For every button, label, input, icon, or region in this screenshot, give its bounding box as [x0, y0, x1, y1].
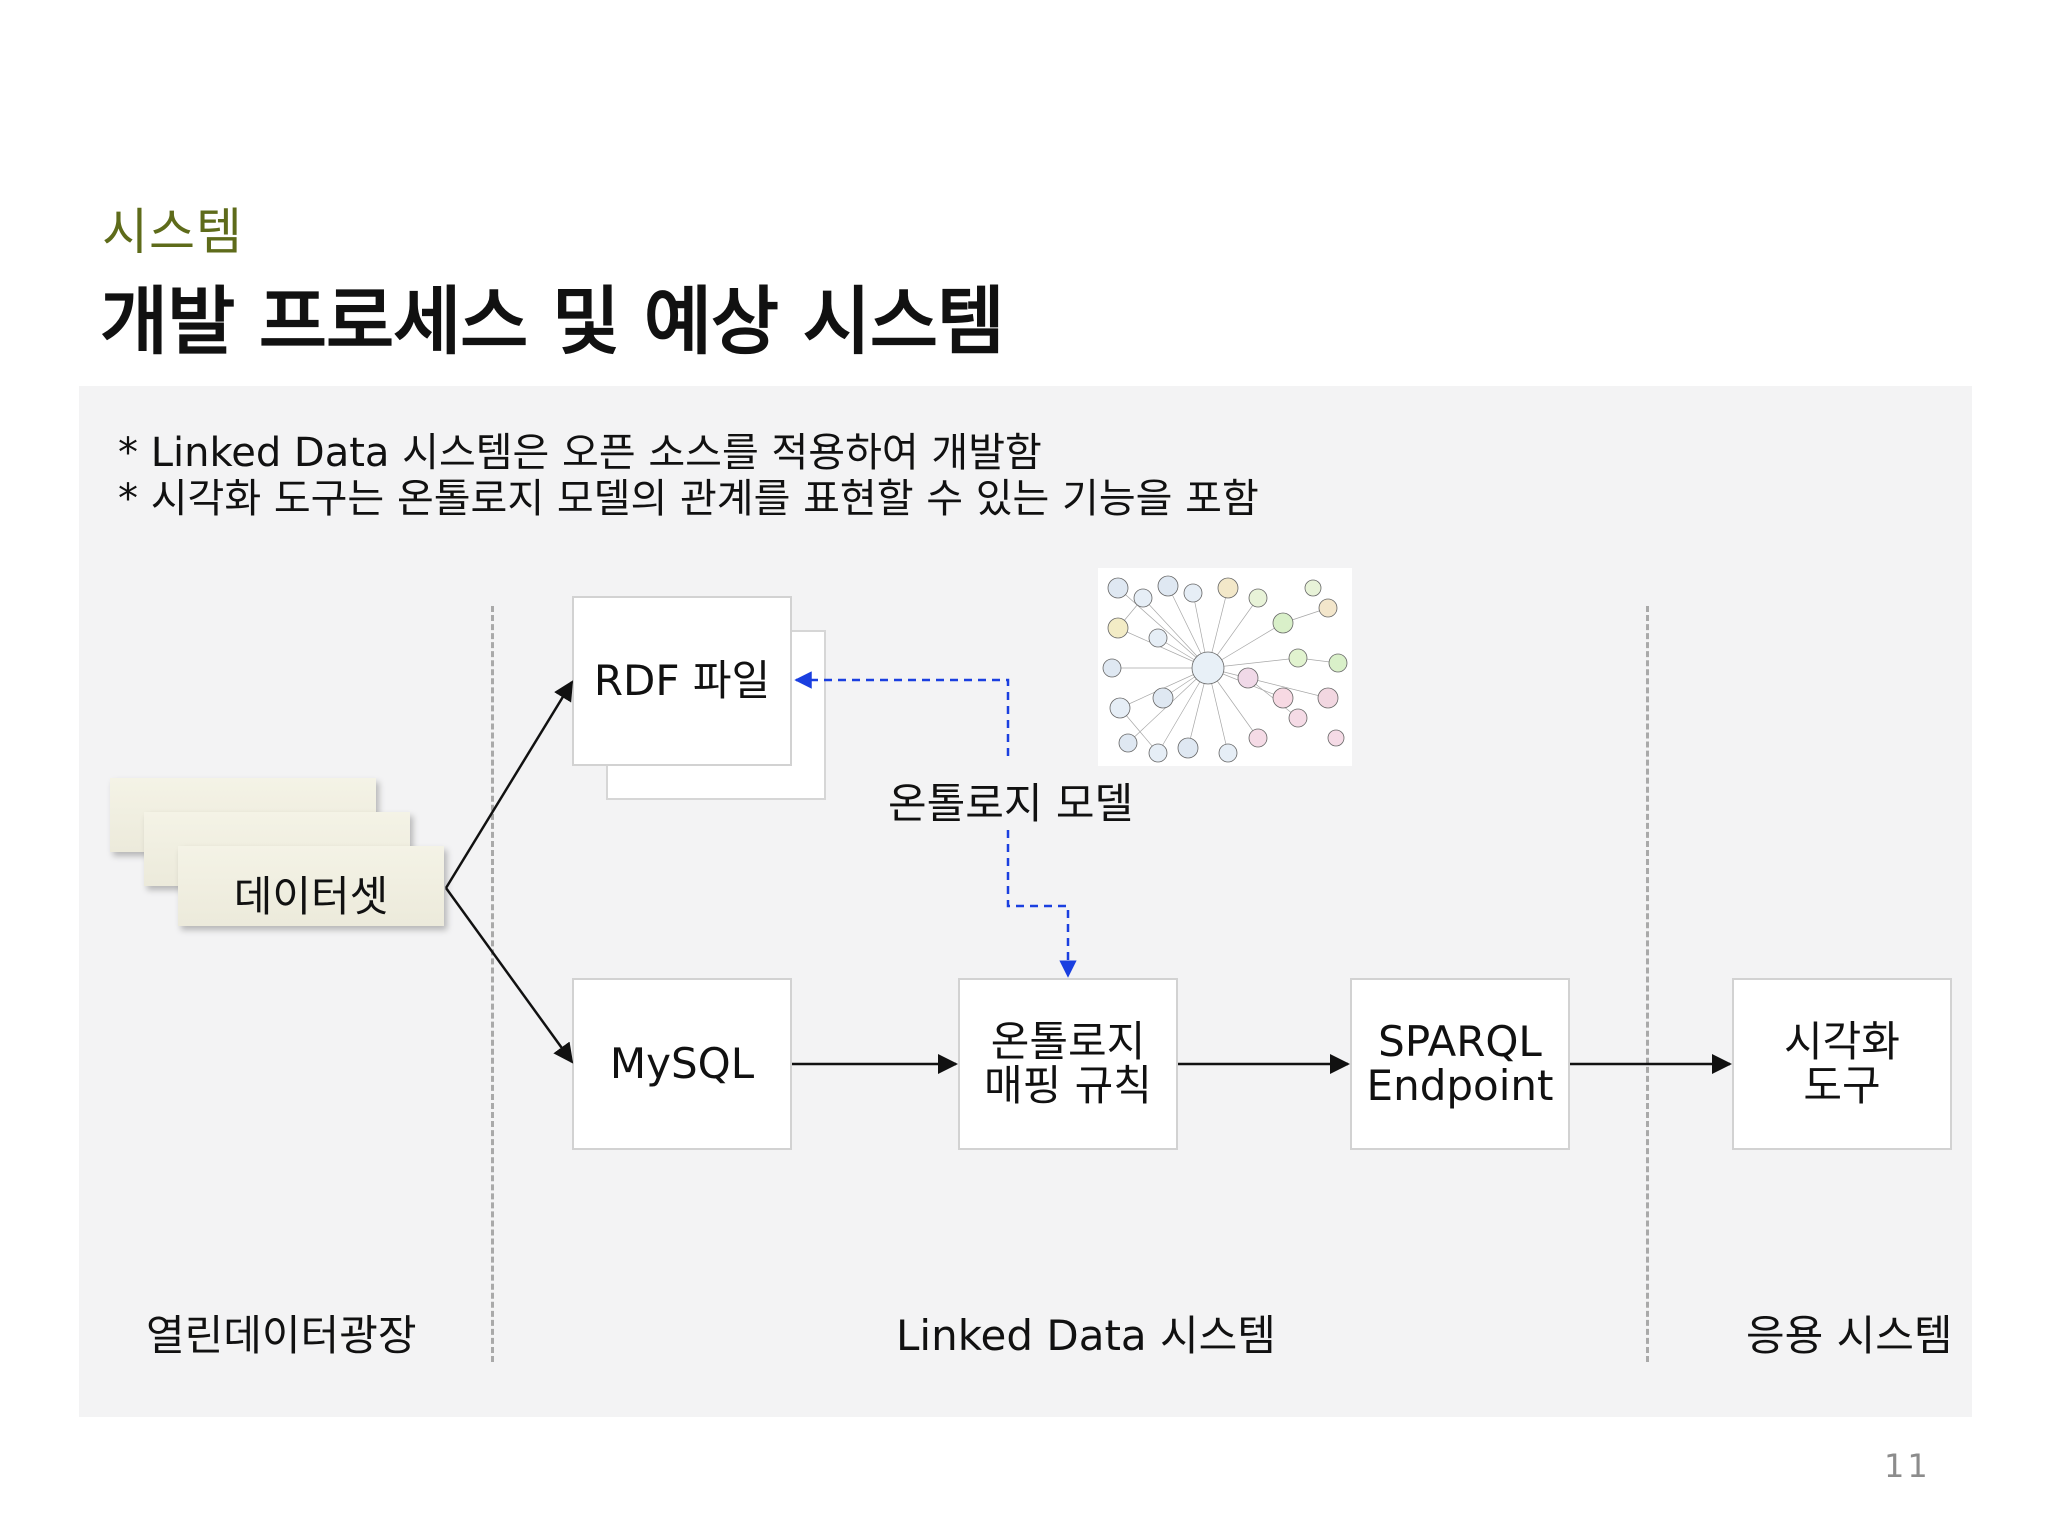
- page-title: 개발 프로세스 및 예상 시스템: [100, 279, 1005, 365]
- section-label-linked-data-system: Linked Data 시스템: [896, 1311, 1276, 1360]
- visualization-label-line2: 도구: [1803, 1061, 1881, 1110]
- ontology-model-label: 온톨로지 모델: [888, 779, 1134, 828]
- dataset-to-rdf-arrow: [444, 680, 574, 889]
- ontology-mapping-box: 온톨로지 매핑 규칙: [958, 978, 1178, 1150]
- ontology-to-rdf-dashed-arrow: [794, 671, 1010, 756]
- notes: * Linked Data 시스템은 오픈 소스를 적용하여 개발함 * 시각화…: [118, 430, 1259, 522]
- page-number: 11: [1884, 1447, 1931, 1485]
- section-label-open-data-plaza: 열린데이터광장: [146, 1311, 417, 1360]
- visualization-tool-box: 시각화 도구: [1732, 978, 1952, 1150]
- section-category: 시스템: [102, 203, 243, 261]
- sparql-label-line1: SPARQL: [1378, 1017, 1542, 1066]
- dataset-to-mysql-arrow: [444, 887, 574, 1064]
- section-divider-right: [1646, 606, 1649, 1362]
- dataset-card-front: [178, 846, 444, 926]
- linked-data-cloud-image: [1098, 568, 1352, 766]
- section-divider-left: [491, 606, 494, 1362]
- mysql-label: MySQL: [609, 1039, 755, 1088]
- visualization-label-line1: 시각화: [1784, 1017, 1900, 1066]
- section-label-application-system: 응용 시스템: [1746, 1311, 1953, 1360]
- ontology-mapping-label-line1: 온톨로지: [990, 1017, 1146, 1066]
- rdf-file-label: RDF 파일: [593, 656, 771, 705]
- mysql-box: MySQL: [572, 978, 792, 1150]
- ontology-mapping-label-line2: 매핑 규칙: [984, 1061, 1152, 1110]
- dataset-label: 데이터셋: [233, 871, 389, 921]
- ontology-to-mapping-dashed-arrow: [1006, 830, 1077, 978]
- rdf-file-box: RDF 파일: [572, 596, 792, 766]
- note-line: * 시각화 도구는 온톨로지 모델의 관계를 표현할 수 있는 기능을 포함: [118, 476, 1259, 522]
- note-line: * Linked Data 시스템은 오픈 소스를 적용하여 개발함: [118, 430, 1042, 476]
- sparql-endpoint-box: SPARQL Endpoint: [1350, 978, 1570, 1150]
- sparql-label-line2: Endpoint: [1366, 1061, 1554, 1110]
